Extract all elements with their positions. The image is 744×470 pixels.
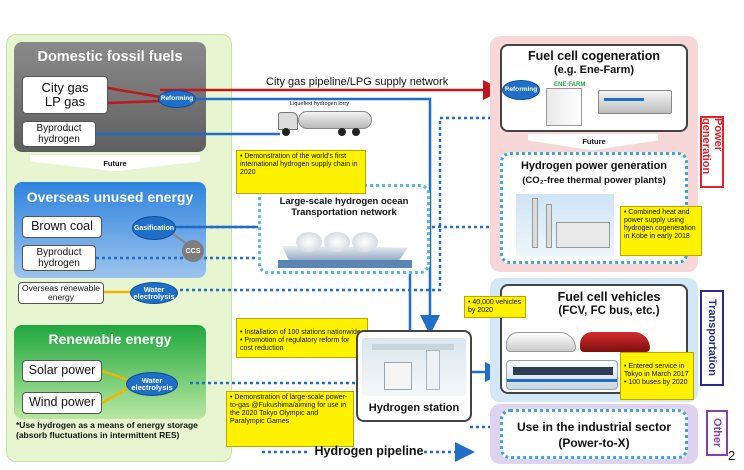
bus-windows — [513, 367, 613, 375]
lorry-tank — [298, 111, 372, 129]
city-lp-gas-box: City gas LP gas — [22, 76, 108, 114]
brown-coal-box: Brown coal — [22, 216, 102, 238]
chimney-1 — [532, 198, 538, 248]
lorry-label: Liquefied hydrogen lorry — [290, 101, 350, 107]
water-electrolysis-oval-overseas: Water electrolysis — [130, 282, 178, 304]
station-dispenser — [384, 362, 412, 390]
overseas-byproduct-box: Byproduct hydrogen — [22, 245, 96, 271]
energy-storage-note: *Use hydrogen as a means of energy stora… — [16, 420, 198, 440]
tab-other-label: Other — [711, 418, 723, 448]
industrial-subtitle: (Power-to-X) — [558, 436, 630, 450]
lorry-wheel-1 — [282, 128, 290, 136]
kobe-note: • Combined heat and power supply using h… — [620, 206, 702, 256]
station-pillar — [426, 350, 440, 390]
vehicles-note: • 40,000 vehicles by 2020 — [464, 296, 526, 318]
tab-transportation-label: Transportation — [706, 299, 718, 377]
plant-building — [556, 222, 610, 248]
stations-note-text: • Installation of 100 stations nationwid… — [240, 329, 361, 353]
car-red — [580, 332, 650, 352]
hydrogen-station-label: Hydrogen station — [368, 402, 460, 414]
ene-farm-tank-stripe — [604, 98, 644, 101]
gasification-oval: Gasification — [132, 216, 176, 240]
ene-farm-brand: ENE·FARM — [554, 82, 586, 88]
lorry-cab — [278, 112, 298, 130]
reforming-oval-right: Reforming — [502, 80, 540, 100]
fcv-subtitle: (FCV, FC bus, etc.) — [558, 305, 660, 317]
power-plant-image — [516, 194, 614, 256]
stations-note: • Installation of 100 stations nationwid… — [236, 318, 368, 358]
cogeneration-title: Fuel cell cogeneration — [528, 49, 660, 63]
sea — [278, 260, 412, 268]
page-number: 2 — [728, 448, 736, 463]
ene-farm-tank — [598, 90, 672, 114]
cogeneration-subtitle: (e.g. Ene-Farm) — [553, 64, 635, 76]
lorry-wheel-3 — [352, 128, 360, 136]
dotted-pipeline-4 — [180, 118, 442, 292]
overseas-renewable-box: Overseas renewable energy — [18, 282, 104, 304]
red-gas-line-1 — [107, 86, 161, 99]
ship-tank-3 — [352, 232, 378, 252]
fcv-cars-image — [506, 326, 650, 356]
power-generation-subtitle: (CO₂-free thermal power plants) — [522, 175, 666, 186]
fcv-title: Fuel cell vehicles — [557, 290, 661, 304]
future-label-right: Future — [582, 137, 606, 146]
chimney-2 — [546, 204, 552, 248]
ship-tank-1 — [296, 232, 322, 252]
power-generation-title: Hydrogen power generation — [520, 160, 668, 172]
ene-farm-image: ENE·FARM — [546, 82, 680, 126]
industrial-box — [500, 409, 688, 459]
ccs-label: CCS — [185, 247, 201, 255]
water-electrolysis-oval-renewable: Water electrolysis — [126, 372, 178, 396]
legend-label: Hydrogen pipeline — [314, 444, 424, 458]
tab-power-generation: Power generation — [700, 116, 724, 188]
ocean-network-title: Large-scale hydrogen ocean Transportatio… — [279, 196, 409, 218]
red-gas-line-2 — [107, 99, 161, 105]
hydrogen-lorry-image — [278, 108, 374, 136]
pipeline-label: City gas pipeline/LPG supply network — [266, 76, 449, 88]
byproduct-hydrogen-box: Byproduct hydrogen — [22, 121, 96, 147]
ship-tank-2 — [324, 232, 350, 252]
tab-other: Other — [706, 410, 728, 456]
ocean-demo-note: • Demonstration of the world's first int… — [236, 150, 366, 194]
power-to-gas-note: • Demonstration of large-scale power-to-… — [226, 391, 354, 447]
fc-bus-image — [506, 360, 618, 390]
ccs-circle: CCS — [182, 240, 204, 262]
station-canopy — [372, 344, 454, 350]
ene-farm-unit — [546, 88, 582, 126]
yellow-wind-line — [101, 386, 129, 405]
lng-ship-image — [278, 224, 412, 268]
tab-power-generation-label: Power generation — [700, 118, 724, 175]
service-note-text: • Entered service in Tokyo in March 2017… — [624, 363, 689, 387]
yellow-solar-line — [101, 369, 129, 382]
industrial-title: Use in the industrial sector — [516, 420, 672, 434]
city-gas-label: City gas — [41, 79, 89, 95]
future-label-left: Future — [103, 159, 127, 168]
wind-power-box: Wind power — [22, 392, 102, 414]
blue-main-line — [196, 97, 440, 335]
tab-transportation: Transportation — [700, 290, 724, 386]
service-note: • Entered service in Tokyo in March 2017… — [620, 352, 694, 400]
overseas-title: Overseas unused energy — [26, 189, 194, 205]
lp-gas-label: LP gas — [44, 94, 86, 109]
solar-power-box: Solar power — [22, 360, 102, 382]
hydrogen-station-image — [362, 338, 466, 396]
domestic-title: Domestic fossil fuels — [37, 49, 183, 65]
lorry-wheel-2 — [338, 128, 346, 136]
bus-stripe — [507, 379, 617, 382]
renewable-title: Renewable energy — [48, 331, 172, 347]
reforming-oval-left: Reforming — [158, 90, 196, 108]
car-white — [506, 332, 576, 352]
